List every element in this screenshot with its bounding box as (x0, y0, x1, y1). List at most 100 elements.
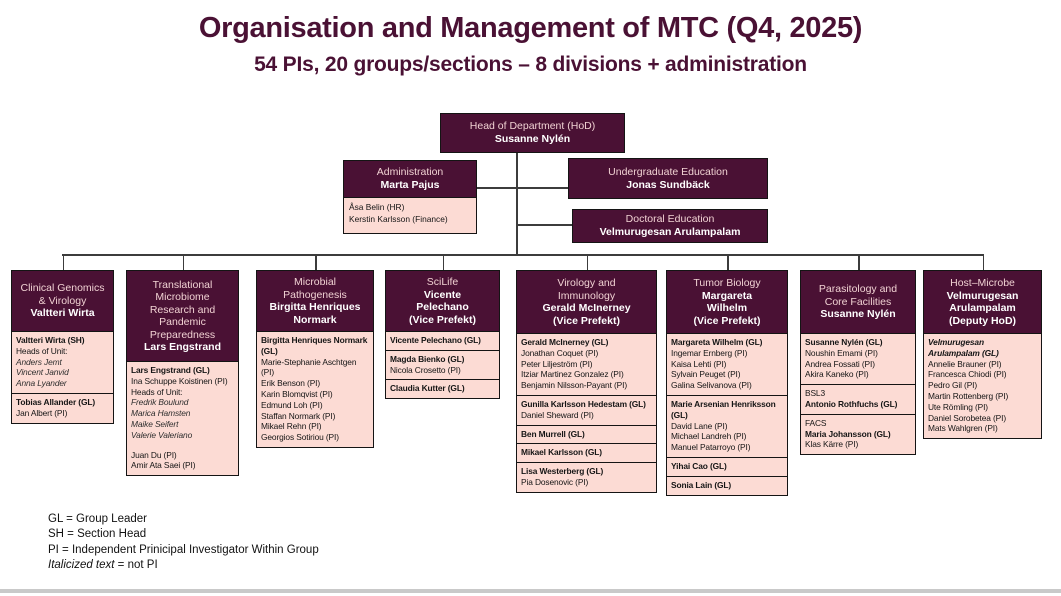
footer-bar (0, 589, 1061, 593)
connector-stub (182, 254, 184, 270)
person-line: Lars Engstrand (GL) (131, 365, 210, 375)
person-line: Mikael Karlsson (GL) (521, 447, 602, 458)
division-leader-line: (Vice Prefekt) (693, 314, 761, 327)
person-line: Francesca Chiodi (PI) (928, 369, 1007, 380)
group-box: Lisa Westerberg (GL)Pia Dosenovic (PI) (516, 462, 657, 493)
person-line: Marie Arsenian Henriksson (GL) (671, 398, 776, 420)
person-line: Maike Seifert (131, 418, 179, 429)
division-leader-line: Susanne Nylén (820, 308, 896, 321)
person-line: Manuel Patarroyo (PI) (671, 442, 751, 453)
group-box: Susanne Nylén (GL)Noushin Emami (PI)Andr… (800, 333, 916, 386)
division-leader-line: (Deputy HoD) (948, 314, 1017, 327)
person-line: Heads of Unit: (16, 345, 68, 356)
person-line: Birgitta Henriques Normark (GL) (261, 335, 368, 356)
person-line: Ute Römling (PI) (928, 401, 988, 412)
group-box: Birgitta Henriques Normark (GL)Marie-Ste… (256, 331, 374, 448)
person-line: Gerald McInerney (GL) (521, 337, 609, 347)
legend-line-gl: GL = Group Leader (48, 513, 147, 525)
person-line: Gunilla Karlsson Hedestam (GL) (521, 398, 646, 409)
undergraduate-role: Undergraduate Education (608, 165, 728, 178)
connector-stub (727, 254, 729, 270)
person-line: Vicente Pelechano (GL) (390, 335, 481, 345)
doctoral-role: Doctoral Education (625, 213, 715, 225)
division-leader-line: Vicente (423, 288, 462, 301)
person-line: Susanne Nylén (GL) (805, 337, 883, 347)
person-line: Galina Selivanova (PI) (671, 380, 752, 391)
spacer-line (131, 441, 234, 450)
legend-line-pi: PI = Independent Prinicipal Investigator… (48, 543, 319, 556)
group-box: Marie Arsenian Henriksson (GL)David Lane… (666, 394, 788, 458)
person-line: Velmurugesan Arulampalam (GL) (928, 337, 999, 358)
person-line: Pedro Gil (PI) (928, 380, 978, 391)
division-leader-line: Margareta (701, 289, 753, 302)
person-line: Peter Liljeström (PI) (521, 358, 593, 369)
group-box: Lars Engstrand (GL)Ina Schuppe Koistinen… (126, 361, 239, 477)
person-line: Annelie Brauner (PI) (928, 358, 1002, 369)
person-line: Daniel Sheward (PI) (521, 409, 594, 420)
person-line: Mats Wahlgren (PI) (928, 423, 998, 434)
person-line: Erik Benson (PI) (261, 378, 321, 389)
division-name-line: Core Facilities (824, 295, 892, 308)
division-name-line: Virology and (557, 277, 616, 289)
division-leader-line: Arulampalam (949, 302, 1016, 314)
connector-stub (315, 254, 317, 270)
person-line: Staffan Normark (PI) (261, 410, 336, 421)
division-leader-line: Valtteri Wirta (30, 307, 95, 320)
division-leader-line: Normark (293, 313, 337, 326)
page-subtitle: 54 PIs, 20 groups/sections – 8 divisions… (254, 53, 807, 76)
person-line: Noushin Emami (PI) (805, 347, 878, 358)
division-leader-line: Velmurugesan (946, 289, 1019, 302)
group-box: Claudia Kutter (GL) (385, 379, 500, 400)
person-line: Michael Landreh (PI) (671, 431, 747, 442)
legend-italic-rest: = not PI (114, 558, 158, 571)
person-line: Akira Kaneko (PI) (805, 369, 869, 380)
division-name-line: Translational (152, 278, 213, 291)
group-box: Yihai Cao (GL) (666, 456, 788, 477)
person-line: Sonia Lain (GL) (671, 479, 732, 490)
division-name-line: Parasitology and (818, 283, 898, 296)
person-line: BSL3 (805, 388, 826, 399)
division-name-line: Microbiome (155, 291, 210, 303)
person-line: FACS (805, 417, 827, 428)
person-line: Juan Du (PI) (131, 449, 177, 460)
division-name-line: Preparedness (149, 328, 216, 341)
group-box: Valtteri Wirta (SH)Heads of Unit:Anders … (11, 331, 114, 394)
connector-stub (858, 254, 860, 270)
person-line: Kaisa Lehti (PI) (671, 358, 727, 369)
administration-name: Marta Pajus (380, 179, 440, 191)
connector-stub (982, 254, 984, 270)
person-line: Jonathan Coquet (PI) (521, 347, 599, 358)
division-name-line: Research and (149, 303, 216, 316)
person-line: Sylvain Peuget (PI) (671, 369, 741, 380)
undergraduate-name: Jonas Sundbäck (626, 178, 710, 191)
connector-admin-undergrad (477, 187, 568, 189)
connector-stub (442, 254, 444, 270)
group-box: Gunilla Karlsson Hedestam (GL)Daniel She… (516, 394, 657, 426)
group-box: Ben Murrell (GL) (516, 424, 657, 445)
person-line: Daniel Sorobetea (PI) (928, 412, 1007, 423)
person-line: Amir Ata Saei (PI) (131, 460, 196, 471)
connector-trunk (516, 153, 518, 254)
administration-staff-box: Åsa Belin (HR) Kerstin Karlsson (Finance… (343, 197, 477, 234)
division-leader-line: Lars Engstrand (143, 341, 222, 353)
legend-line-sh: SH = Section Head (48, 528, 147, 541)
person-line: Ben Murrell (GL) (521, 428, 585, 439)
group-box: Sonia Lain (GL) (666, 475, 788, 496)
person-line: Maria Johansson (GL) (805, 428, 891, 439)
division-name-line: & Virology (38, 294, 87, 307)
person-line: Andrea Fossati (PI) (805, 358, 875, 369)
division-leader-line: (Vice Prefekt) (409, 313, 476, 326)
person-line: Valerie Valeriano (131, 429, 193, 440)
administration-box: Administration Marta Pajus (343, 160, 477, 198)
